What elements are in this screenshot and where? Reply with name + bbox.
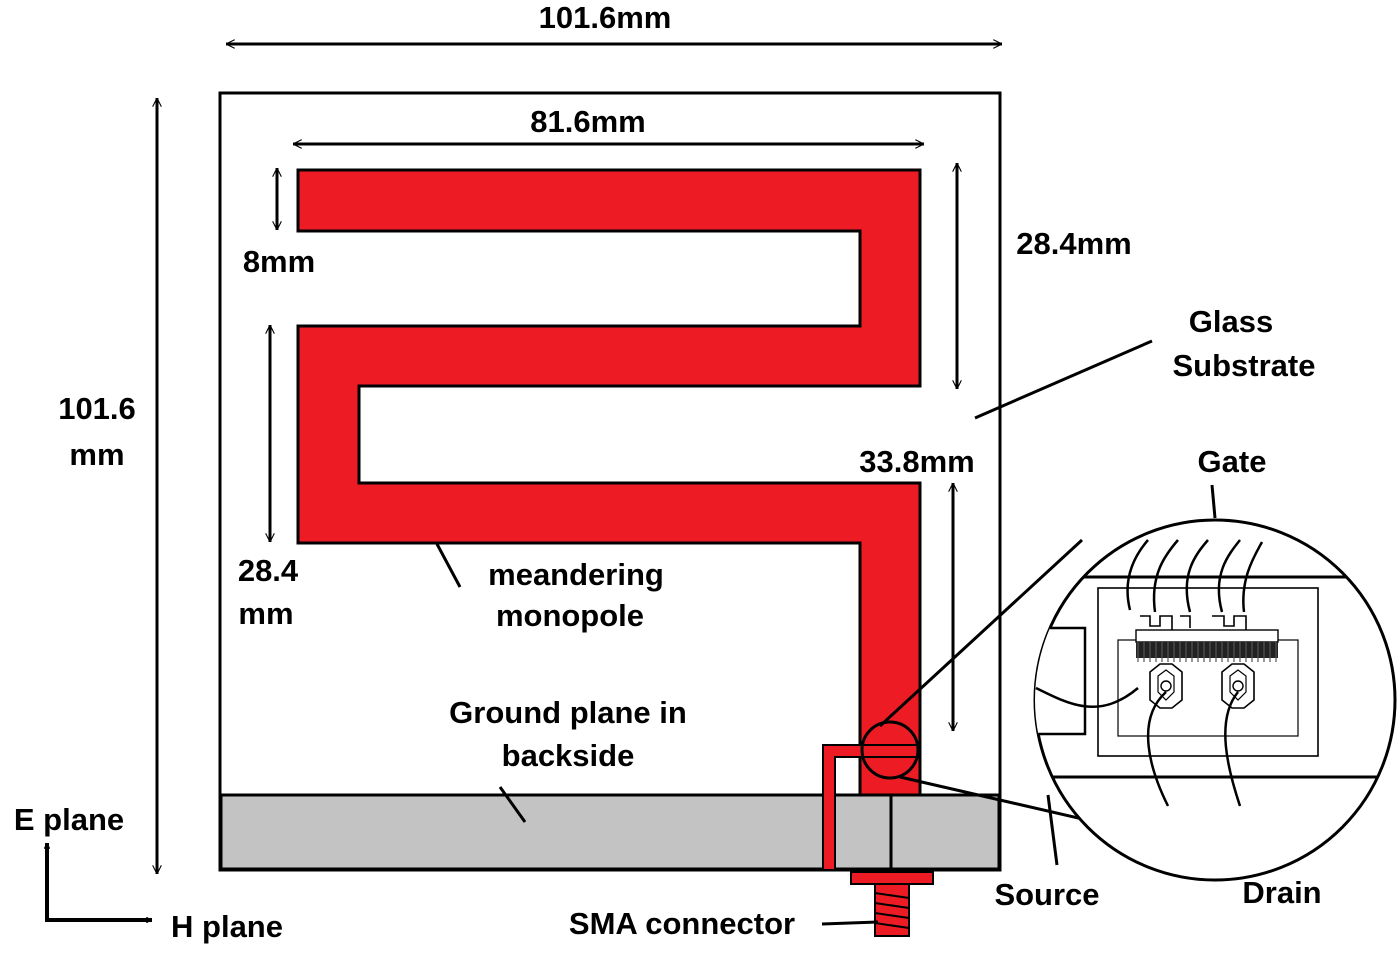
bond-wires	[1035, 539, 1264, 807]
source-leader	[1046, 794, 1059, 866]
substrate-label-line2: Substrate	[1173, 348, 1316, 383]
h-plane-label: H plane	[171, 909, 283, 944]
plane-axes	[45, 843, 152, 920]
ground-leader	[498, 786, 527, 823]
source-label: Source	[994, 877, 1099, 912]
sma-label: SMA connector	[569, 906, 795, 941]
monopole-leader	[435, 543, 462, 588]
ground-plane	[219, 793, 1001, 871]
gate-leader	[1210, 484, 1217, 519]
meander-width-label: 81.6mm	[530, 104, 645, 139]
ground-label-line2: backside	[502, 738, 635, 773]
substrate-label-line1: Glass	[1189, 304, 1273, 339]
board-height-label-line2: mm	[69, 437, 124, 472]
board-width-label: 101.6mm	[539, 0, 672, 35]
monopole-label-line1: meandering	[488, 557, 664, 592]
lower-turn-height-label-line2: mm	[238, 596, 293, 631]
lower-turn-height-label-line1: 28.4	[238, 553, 299, 588]
meandering-monopole	[296, 168, 922, 797]
sma-feed-line	[822, 744, 921, 871]
upper-turn-height-label: 28.4mm	[1016, 226, 1131, 261]
strip-width-label: 8mm	[243, 244, 315, 279]
ground-label-line1: Ground plane in	[449, 695, 687, 730]
sma-connector	[850, 795, 934, 937]
e-plane-label: E plane	[14, 802, 124, 837]
substrate-leader	[974, 339, 1153, 420]
monopole-label-line2: monopole	[496, 598, 644, 633]
drain-label: Drain	[1242, 875, 1321, 910]
gate-finger-pads	[1135, 615, 1279, 662]
board-height-label-line1: 101.6	[58, 391, 136, 426]
zoom-line-top	[878, 538, 1084, 728]
transistor-zoom	[1033, 518, 1397, 882]
zoom-source-circle	[860, 720, 920, 780]
gate-label: Gate	[1198, 444, 1267, 479]
feed-height-label: 33.8mm	[859, 444, 974, 479]
sma-leader	[821, 920, 879, 926]
drain-pads	[1149, 663, 1255, 709]
